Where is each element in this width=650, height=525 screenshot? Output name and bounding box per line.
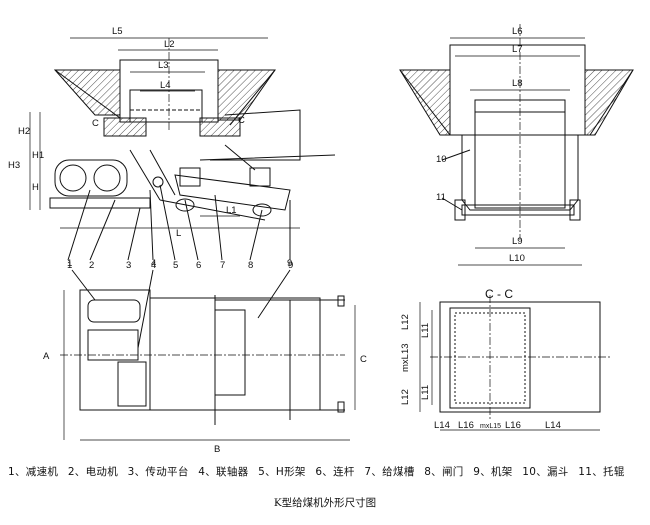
parts-legend: 1、减速机 2、电动机 3、传动平台 4、联轴器 5、H形架 6、连杆 7、给煤… bbox=[8, 464, 648, 479]
part-callout: 4 bbox=[151, 260, 156, 271]
part-callout: 3 bbox=[126, 260, 131, 271]
plan-view bbox=[60, 269, 356, 441]
side-view-labels: L5 L2 L3 L4 C C H2 H1 H3 H L1 L 1 2 3 4 … bbox=[8, 26, 293, 271]
dim-label: H1 bbox=[32, 150, 44, 161]
figure-caption: K型给煤机外形尺寸图 bbox=[273, 497, 377, 509]
section-title: C - C bbox=[485, 287, 513, 301]
dim-label: L3 bbox=[158, 60, 169, 71]
legend-item: 1、减速机 bbox=[8, 466, 59, 478]
end-view-labels: L6 L7 L8 L9 L10 10 11 bbox=[436, 26, 525, 264]
legend-item: 5、H形架 bbox=[258, 466, 306, 478]
dim-label: L8 bbox=[512, 78, 523, 89]
part-callout: 11 bbox=[436, 192, 446, 203]
part-callout: 10 bbox=[436, 154, 447, 165]
dim-label: L11 bbox=[420, 323, 431, 338]
dim-label: H bbox=[32, 182, 39, 193]
part-callout: 9 bbox=[288, 260, 293, 271]
section-cc-view bbox=[419, 295, 610, 431]
dim-label: C bbox=[92, 118, 99, 129]
part-callout: 7 bbox=[220, 260, 225, 271]
dim-label: L12 bbox=[400, 314, 411, 330]
dim-label: A bbox=[43, 351, 50, 362]
legend-item: 8、闸门 bbox=[424, 466, 464, 478]
dim-label: H3 bbox=[8, 160, 20, 171]
end-view bbox=[399, 24, 634, 266]
legend-item: 9、机架 bbox=[473, 466, 513, 478]
part-callout: 4 bbox=[151, 258, 156, 269]
dim-label: L10 bbox=[509, 253, 525, 264]
side-view bbox=[29, 37, 336, 261]
legend-item: 6、连杆 bbox=[315, 466, 355, 478]
dim-label: L14 bbox=[434, 420, 450, 431]
dim-label: L1 bbox=[226, 205, 237, 216]
legend-item: 4、联轴器 bbox=[198, 466, 249, 478]
legend-item: 2、电动机 bbox=[67, 466, 119, 478]
dim-label: L12 bbox=[400, 389, 411, 405]
dim-label: L2 bbox=[164, 39, 175, 50]
dim-label: L16 bbox=[505, 420, 521, 431]
dim-label: L14 bbox=[545, 420, 561, 431]
dim-label: L4 bbox=[160, 80, 171, 91]
dim-label: C bbox=[360, 354, 367, 365]
part-callout: 6 bbox=[196, 260, 201, 271]
legend-item: 10、漏斗 bbox=[522, 466, 569, 478]
part-callout: 9 bbox=[287, 258, 292, 269]
part-callout: 1 bbox=[67, 258, 72, 269]
dim-label: L6 bbox=[512, 26, 523, 37]
part-callout: 5 bbox=[173, 260, 178, 271]
dim-label: B bbox=[214, 444, 220, 455]
dim-label: H2 bbox=[18, 126, 30, 137]
dim-label: mxL13 bbox=[400, 343, 411, 372]
part-callout: 8 bbox=[248, 260, 253, 271]
legend-item: 7、给煤槽 bbox=[364, 466, 415, 478]
dim-label: L5 bbox=[112, 26, 123, 37]
dim-label: L16 bbox=[458, 420, 474, 431]
legend-item: 11、托辊 bbox=[578, 466, 625, 478]
dim-label: L bbox=[176, 228, 181, 239]
part-callout: 1 bbox=[67, 260, 72, 271]
section-cc-labels: C - C L12 L11 mxL13 L11 L12 L14 L16 mxL1… bbox=[400, 287, 561, 431]
plan-view-labels: A B C 1 4 9 bbox=[43, 258, 367, 455]
legend-item: 3、传动平台 bbox=[127, 466, 189, 478]
dim-label: L9 bbox=[512, 236, 523, 247]
dim-label: mxL15 bbox=[480, 423, 501, 430]
dim-label: C bbox=[238, 115, 245, 126]
dim-label: L7 bbox=[512, 44, 523, 55]
dim-label: L11 bbox=[420, 385, 431, 400]
part-callout: 2 bbox=[89, 260, 94, 271]
